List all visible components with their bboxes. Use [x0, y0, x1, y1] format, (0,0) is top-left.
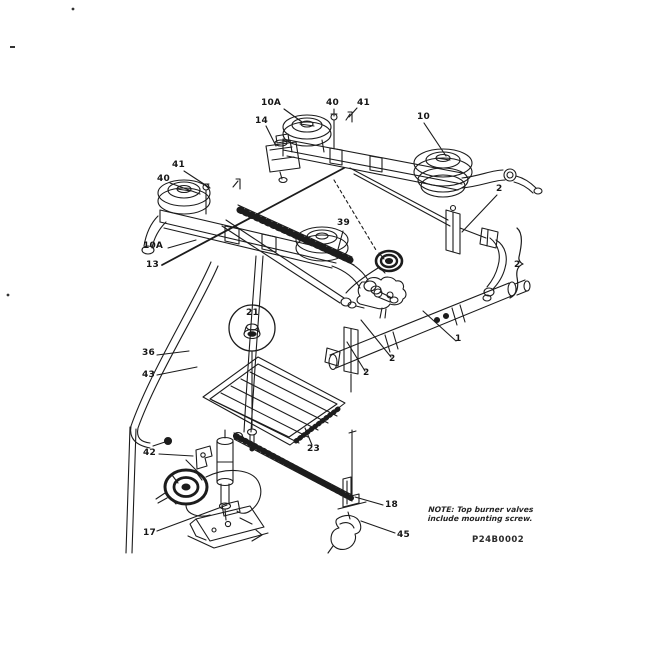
- callout-label-41: 41: [172, 160, 185, 170]
- callout-label-42: 42: [143, 448, 156, 458]
- callout-label-10a: 10A: [261, 98, 282, 108]
- callout-label-2: 2: [514, 260, 521, 270]
- pilot-assembly: [125, 426, 269, 554]
- rod-and-clips: [232, 429, 367, 554]
- callout-label-36: 36: [142, 348, 155, 358]
- note-text: NOTE: Top burner valves include mounting…: [428, 505, 539, 523]
- callout-label-39: 39: [337, 218, 350, 228]
- callout-label-14: 14: [255, 116, 268, 126]
- callout-label-23: 23: [307, 444, 320, 454]
- detail-balloon: [228, 304, 276, 452]
- callout-label-40: 40: [157, 174, 170, 184]
- note-line-2: include mounting screw.: [427, 514, 533, 523]
- note-line-1: NOTE: Top burner valves: [428, 505, 534, 514]
- callout-label-41: 41: [357, 98, 370, 108]
- callout-label-1: 1: [455, 334, 462, 344]
- callout-label-40: 40: [326, 98, 339, 108]
- burner-pan: [202, 356, 346, 446]
- callout-label-10: 10: [417, 112, 430, 122]
- callout-label-43: 43: [142, 370, 155, 380]
- callout-label-18: 18: [385, 500, 398, 510]
- callout-label-21: 21: [246, 308, 259, 318]
- right-brackets-elbow: [349, 167, 524, 302]
- gas-tubes: [130, 204, 365, 449]
- callout-label-2: 2: [389, 354, 396, 364]
- callout-leader-lines: [156, 107, 498, 534]
- callout-label-45: 45: [397, 530, 410, 540]
- top-burner-assembly-left: [141, 178, 399, 304]
- callout-label-13: 13: [146, 260, 159, 270]
- callout-label-2: 2: [363, 368, 370, 378]
- top-burner-assembly-right: [265, 111, 543, 251]
- callout-label-10a: 10A: [143, 241, 164, 251]
- scan-specks: [6, 7, 75, 297]
- callout-label-17: 17: [143, 528, 156, 538]
- callout-label-2: 2: [496, 184, 503, 194]
- igniter-coil-module: [345, 249, 407, 319]
- doc-number: P24B0002: [472, 535, 525, 545]
- manifold-pipe: [324, 279, 531, 393]
